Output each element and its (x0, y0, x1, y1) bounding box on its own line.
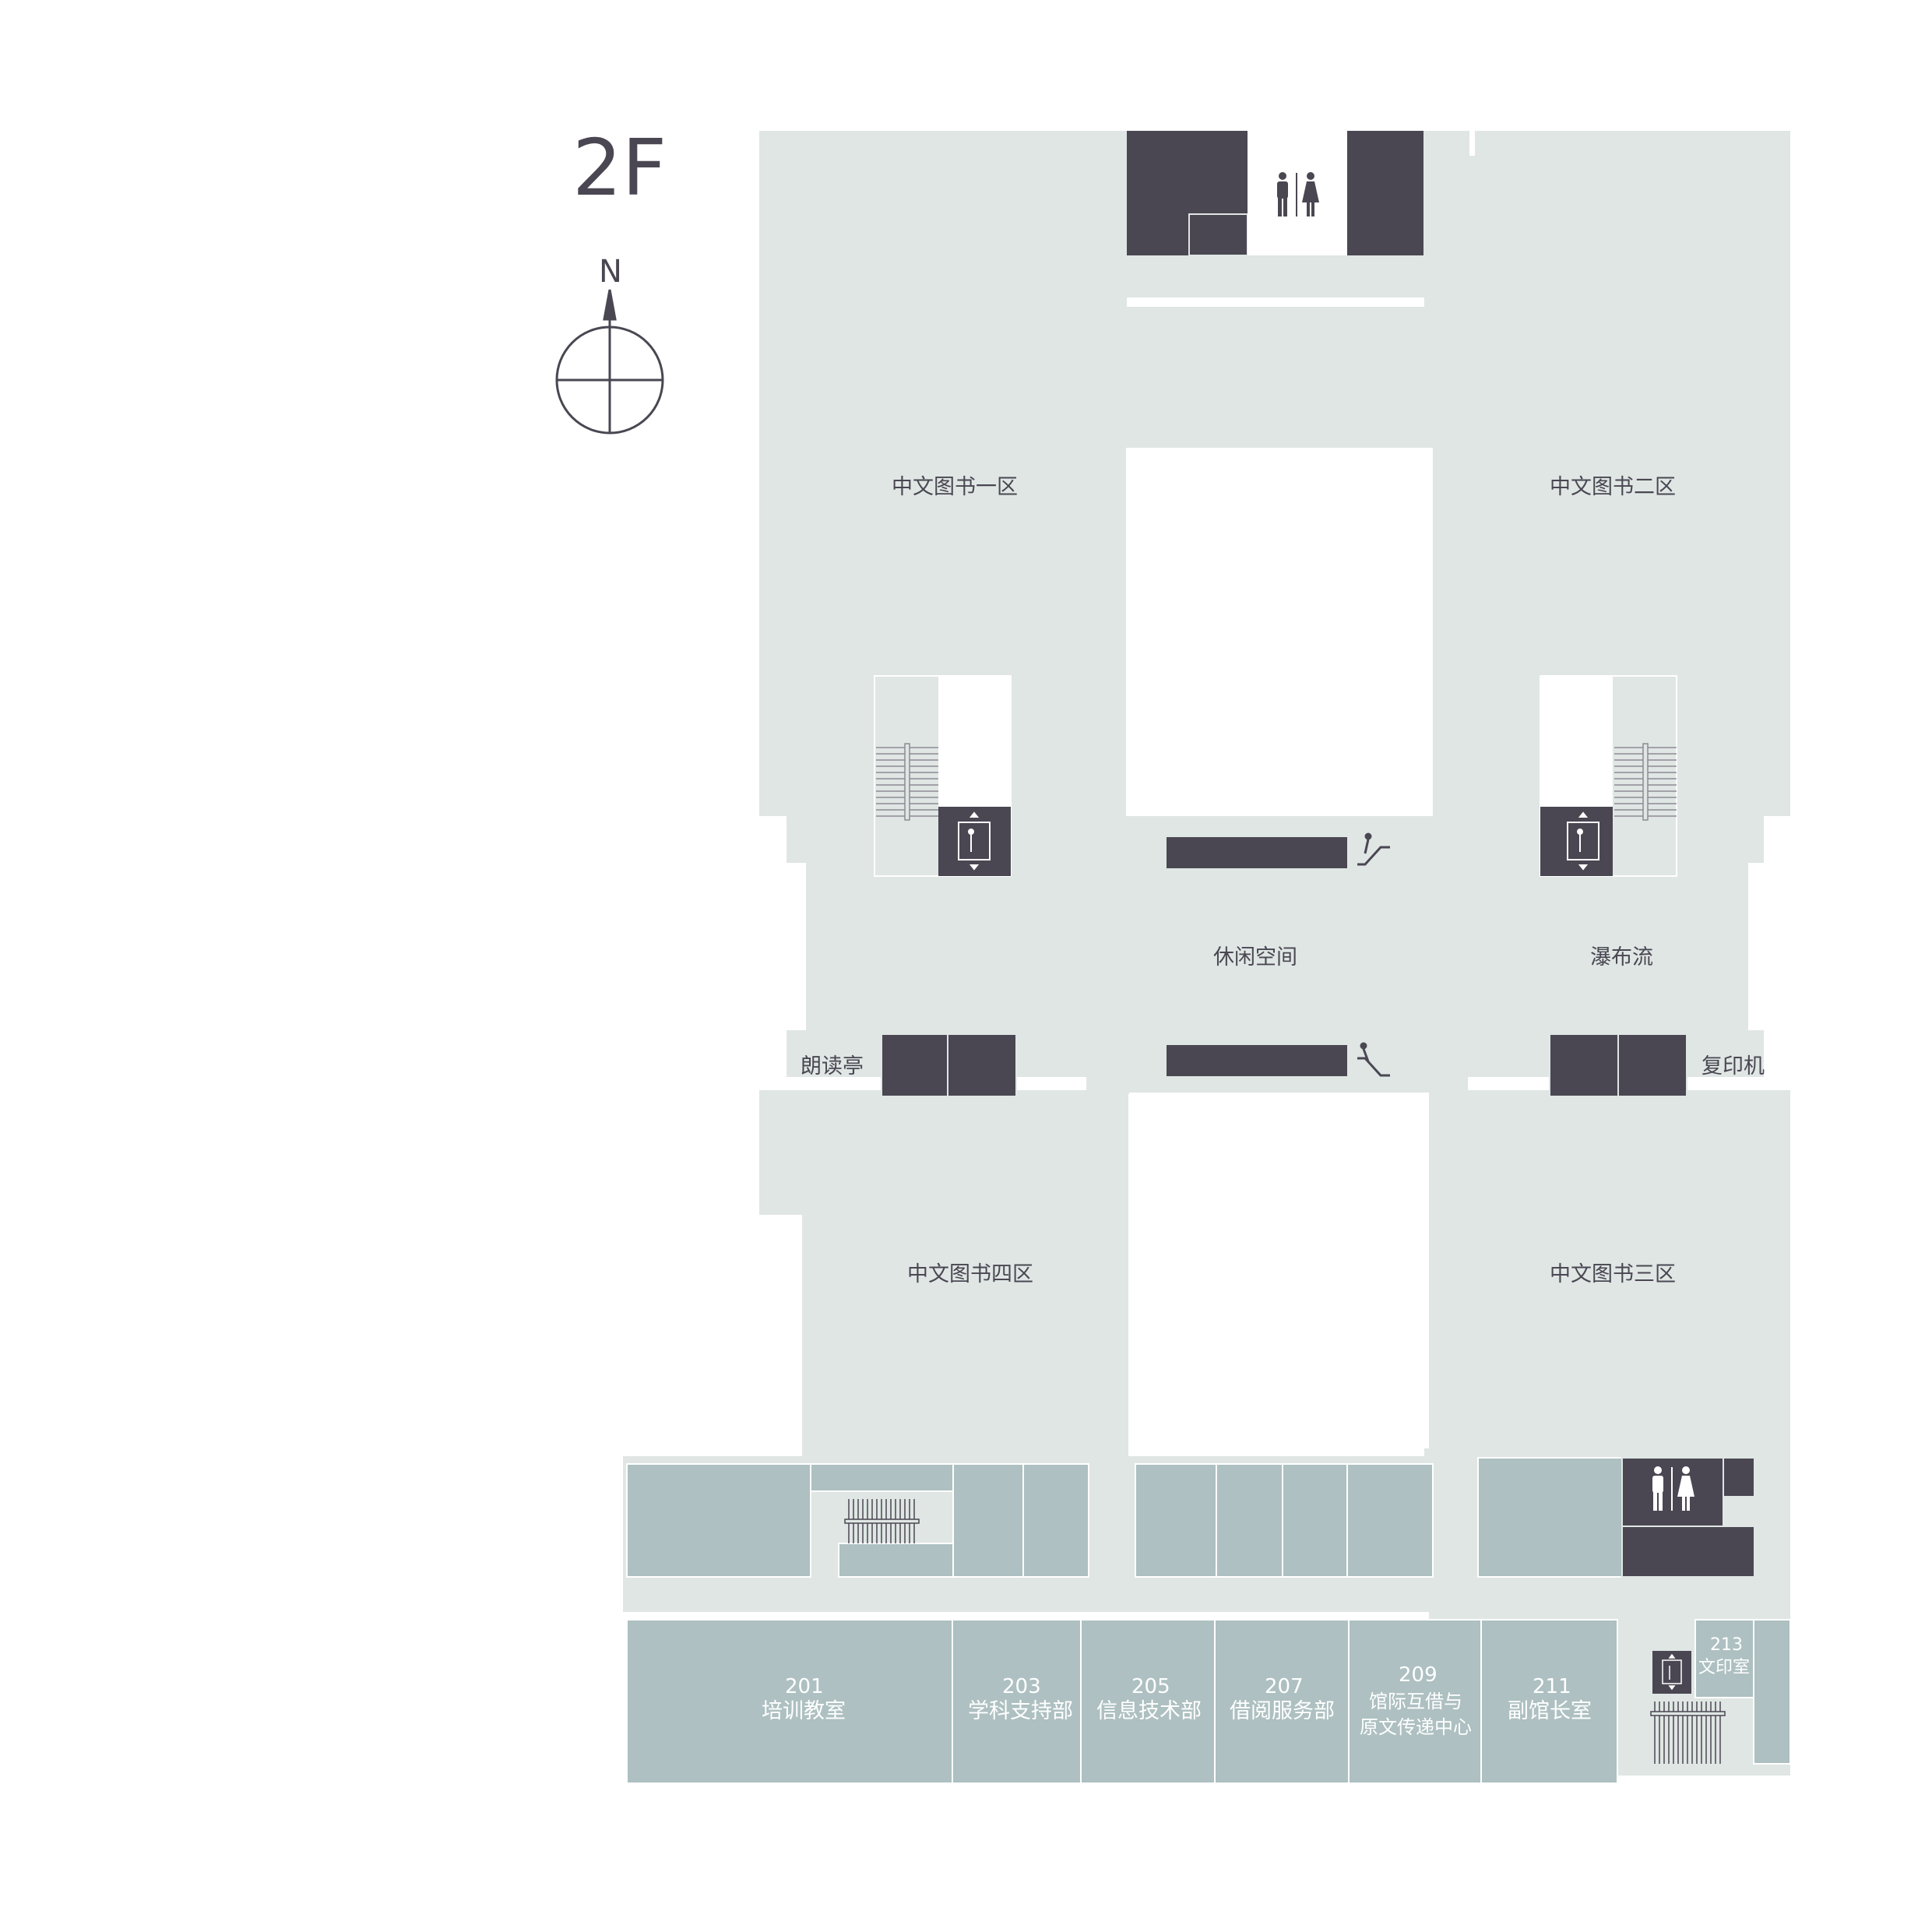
room-203 (952, 1619, 1082, 1784)
south-lower-offices (626, 1619, 1791, 1784)
east-service-blocks (1549, 1033, 1687, 1097)
elevator-icon (958, 811, 991, 871)
south-upper-offices (626, 1457, 1623, 1578)
room-209-name-line1: 馆际互借与 (1369, 1691, 1462, 1712)
room-203-name: 学科支持部 (968, 1699, 1073, 1723)
room-211-number: 211 (1533, 1675, 1571, 1698)
area-label-waterfall: 瀑布流 (1590, 945, 1653, 970)
elevator-icon (1662, 1653, 1682, 1691)
room-213 (1694, 1619, 1754, 1698)
escalator-down-icon (1357, 1042, 1390, 1077)
room-205 (1080, 1619, 1216, 1784)
floor-label: 2F (572, 122, 667, 213)
room-205-name: 信息技术部 (1096, 1699, 1202, 1723)
escalator (1167, 1045, 1347, 1076)
stairs-icon (1650, 1701, 1726, 1764)
stairs-icon (844, 1499, 920, 1543)
north-restroom-core (1072, 131, 1469, 307)
room-207-name: 借阅服务部 (1230, 1699, 1335, 1723)
room-211 (1480, 1619, 1618, 1784)
room-209 (1348, 1619, 1482, 1784)
escalator-up-icon (1357, 832, 1390, 866)
area-label-zone1: 中文图书一区 (892, 475, 1018, 499)
stairs-icon (876, 743, 938, 821)
escalator (1167, 837, 1347, 868)
area-label-zone4: 中文图书四区 (907, 1262, 1033, 1286)
area-label-reading-pavilion: 朗读亭 (801, 1054, 864, 1079)
room-213-number: 213 (1710, 1635, 1743, 1655)
room-211-name: 副馆长室 (1508, 1699, 1592, 1723)
area-label-leisure: 休闲空间 (1213, 945, 1297, 970)
stairs-icon (1614, 743, 1677, 821)
room-201-name: 培训教室 (762, 1699, 846, 1723)
room-201-number: 201 (785, 1675, 824, 1698)
area-label-copier: 复印机 (1701, 1054, 1765, 1079)
atrium-voids (1126, 448, 1424, 1456)
room-209-number: 209 (1399, 1663, 1438, 1687)
restroom-icon (1652, 1466, 1694, 1511)
room-213-name: 文印室 (1698, 1658, 1750, 1677)
elevator-icon (1567, 811, 1599, 871)
compass-icon (555, 289, 664, 435)
room-209-name-line2: 原文传递中心 (1360, 1716, 1472, 1738)
room-205-number: 205 (1131, 1675, 1170, 1698)
room-207 (1214, 1619, 1350, 1784)
east-core (1540, 675, 1677, 877)
room-207-number: 207 (1265, 1675, 1304, 1698)
area-label-zone3: 中文图书三区 (1550, 1262, 1676, 1286)
area-label-zone2: 中文图书二区 (1550, 475, 1676, 499)
west-service-blocks (881, 1033, 1017, 1097)
room-203-number: 203 (1002, 1675, 1041, 1698)
west-core (874, 675, 1012, 877)
compass-north-label: N (599, 254, 622, 290)
restroom-icon (1277, 172, 1319, 216)
